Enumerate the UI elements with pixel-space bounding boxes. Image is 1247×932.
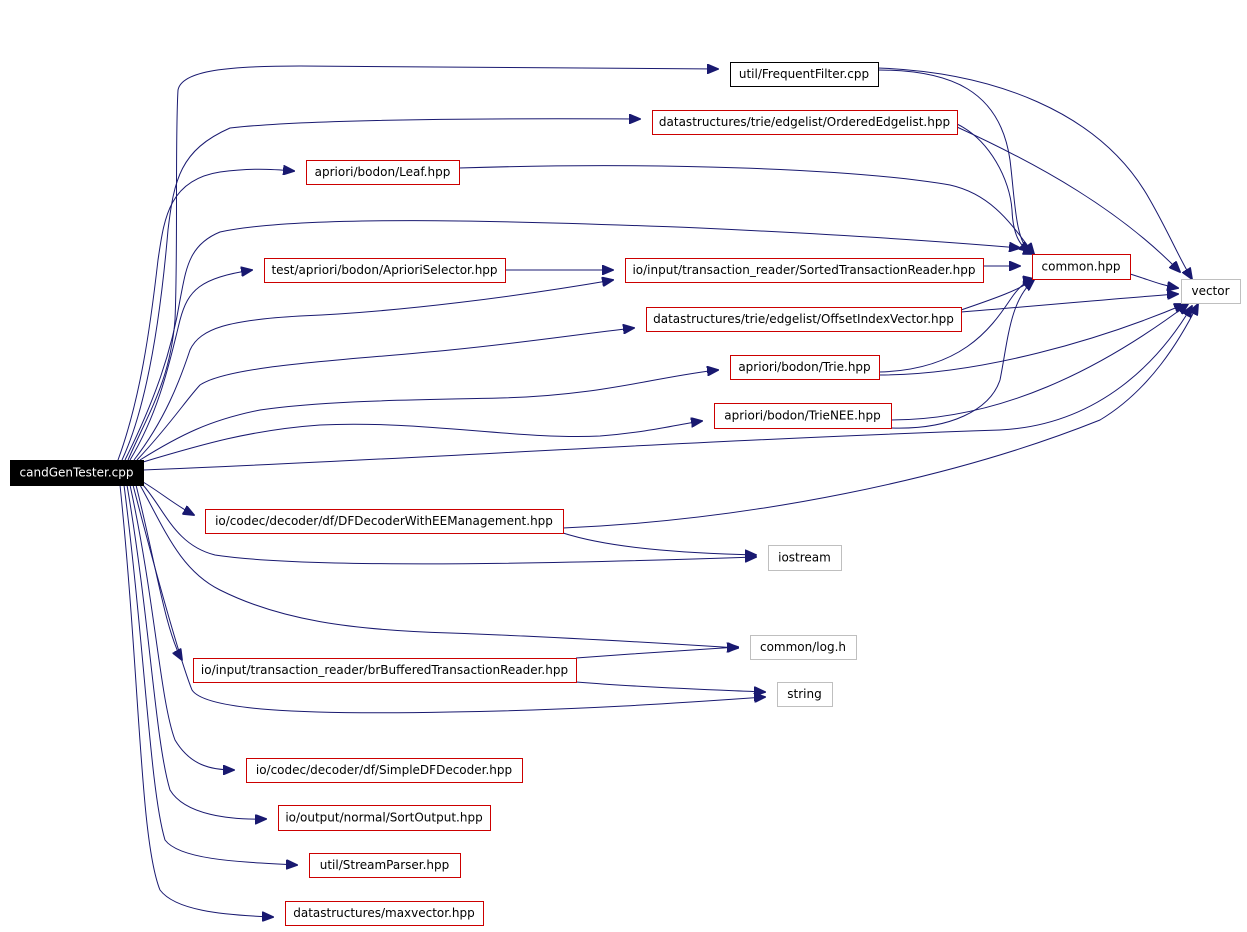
node-box — [625, 258, 984, 283]
node-sortedtransactionreader[interactable]: io/input/transaction_reader/SortedTransa… — [625, 258, 984, 283]
edge-frequentfilter-to-vector — [877, 67, 1192, 279]
edge-candgentester-to-common — [124, 220, 1020, 461]
node-label: datastructures/trie/edgelist/OffsetIndex… — [653, 312, 954, 326]
edge-dfdecoderwithee-to-vector — [562, 304, 1198, 529]
node-layer: candGenTester.cpp util/FrequentFilter.cpp… — [10, 62, 1241, 926]
edge-common-to-vector — [1129, 273, 1178, 288]
node-label: apriori/bodon/Trie.hpp — [738, 360, 870, 374]
edge-candgentester-to-brbuffered — [135, 484, 182, 660]
node-label: io/input/transaction_reader/brBufferedTr… — [201, 663, 568, 677]
node-dfdecoderwithee[interactable]: io/codec/decoder/df/DFDecoderWithEEManag… — [205, 509, 564, 534]
node-box — [306, 160, 460, 185]
node-label: apriori/bodon/Leaf.hpp — [315, 165, 451, 179]
node-frequentfilter[interactable]: util/FrequentFilter.cpp — [730, 62, 879, 87]
node-label: apriori/bodon/TrieNEE.hpp — [724, 409, 880, 423]
node-box — [205, 509, 564, 534]
edge-frequentfilter-to-common — [877, 69, 1030, 252]
node-vector[interactable]: vector — [1181, 279, 1241, 304]
node-box — [246, 758, 523, 783]
node-log[interactable]: common/log.h — [750, 635, 857, 660]
edge-candgentester-to-iostream — [142, 484, 756, 565]
node-sortoutput[interactable]: io/output/normal/SortOutput.hpp — [278, 805, 491, 831]
node-box — [285, 901, 484, 926]
edge-offsetindexvector-to-vector — [960, 294, 1178, 313]
edge-candgentester-to-leaf — [117, 169, 294, 461]
edge-brbuffered-to-log — [575, 647, 738, 659]
node-label: vector — [1191, 284, 1229, 298]
edge-candgentester-to-trienee — [142, 421, 702, 463]
edge-candgentester-to-frequentfilter — [127, 66, 718, 461]
edge-candgentester-to-sortedtransactionreader — [133, 280, 613, 461]
edge-layer — [117, 66, 1198, 917]
node-box — [1181, 279, 1241, 304]
edge-dfdecoderwithee-to-iostream — [562, 532, 756, 555]
node-aprioriselector[interactable]: test/apriori/bodon/AprioriSelector.hpp — [264, 258, 506, 283]
edge-brbuffered-to-string — [575, 681, 765, 692]
edge-orderededgelist-to-vector — [956, 126, 1180, 272]
edge-trienee-to-common — [890, 280, 1034, 429]
node-label: string — [787, 687, 821, 701]
node-maxvector[interactable]: datastructures/maxvector.hpp — [285, 901, 484, 926]
node-box — [264, 258, 506, 283]
node-label: io/codec/decoder/df/DFDecoderWithEEManag… — [215, 514, 553, 528]
node-box — [278, 805, 491, 831]
node-box — [714, 403, 892, 429]
node-brbuffered[interactable]: io/input/transaction_reader/brBufferedTr… — [193, 658, 577, 683]
node-box — [193, 658, 577, 683]
edge-candgentester-to-aprioriselector — [129, 270, 252, 461]
node-simpledfdecoder[interactable]: io/codec/decoder/df/SimpleDFDecoder.hpp — [246, 758, 523, 783]
edge-candgentester-to-simpledfdecoder — [129, 484, 234, 770]
node-box — [730, 62, 879, 87]
edge-trie-to-vector — [878, 304, 1185, 376]
node-box — [309, 853, 461, 878]
node-label: io/output/normal/SortOutput.hpp — [285, 811, 482, 825]
node-label: iostream — [778, 551, 831, 565]
edge-candgentester-to-vector — [142, 306, 1192, 471]
node-box — [777, 682, 833, 707]
edge-candgentester-to-dfdecoderwithee — [142, 481, 194, 515]
node-iostream[interactable]: iostream — [768, 545, 842, 571]
node-trienee[interactable]: apriori/bodon/TrieNEE.hpp — [714, 403, 892, 429]
node-label: common/log.h — [760, 640, 846, 654]
edge-offsetindexvector-to-common — [960, 279, 1034, 311]
edge-candgentester-to-trie — [139, 370, 718, 461]
edge-candgentester-to-log — [139, 484, 738, 648]
node-orderededgelist[interactable]: datastructures/trie/edgelist/OrderedEdge… — [652, 110, 958, 135]
node-box — [1032, 254, 1131, 280]
node-box — [750, 635, 857, 660]
node-box — [646, 307, 962, 332]
edge-orderededgelist-to-common — [956, 123, 1034, 254]
node-string[interactable]: string — [777, 682, 833, 707]
node-streamparser[interactable]: util/StreamParser.hpp — [309, 853, 461, 878]
edge-candgentester-to-offsetindexvector — [136, 328, 634, 461]
node-box — [10, 460, 144, 486]
node-box — [652, 110, 958, 135]
node-label: test/apriori/bodon/AprioriSelector.hpp — [271, 263, 497, 277]
node-label: util/FrequentFilter.cpp — [739, 67, 869, 81]
node-box — [768, 545, 842, 571]
node-label: io/input/transaction_reader/SortedTransa… — [632, 263, 975, 277]
node-offsetindexvector[interactable]: datastructures/trie/edgelist/OffsetIndex… — [646, 307, 962, 332]
edge-candgentester-to-maxvector — [119, 484, 273, 917]
node-label: datastructures/trie/edgelist/OrderedEdge… — [659, 115, 950, 129]
edge-candgentester-to-sortoutput — [126, 484, 266, 819]
node-label: common.hpp — [1042, 260, 1121, 274]
node-candgentester[interactable]: candGenTester.cpp — [10, 460, 144, 486]
node-label: io/codec/decoder/df/SimpleDFDecoder.hpp — [256, 763, 512, 777]
node-trie[interactable]: apriori/bodon/Trie.hpp — [730, 355, 880, 380]
node-box — [730, 355, 880, 380]
node-label: util/StreamParser.hpp — [320, 858, 450, 872]
edge-candgentester-to-streamparser — [123, 484, 297, 865]
node-label: candGenTester.cpp — [20, 466, 134, 480]
edge-trienee-to-vector — [890, 304, 1188, 421]
node-common[interactable]: common.hpp — [1032, 254, 1131, 280]
edge-candgentester-to-string — [132, 484, 765, 714]
node-label: datastructures/maxvector.hpp — [293, 906, 475, 920]
node-leaf[interactable]: apriori/bodon/Leaf.hpp — [306, 160, 460, 185]
edge-leaf-to-common — [458, 165, 1034, 254]
edge-candgentester-to-orderededgelist — [121, 119, 640, 461]
